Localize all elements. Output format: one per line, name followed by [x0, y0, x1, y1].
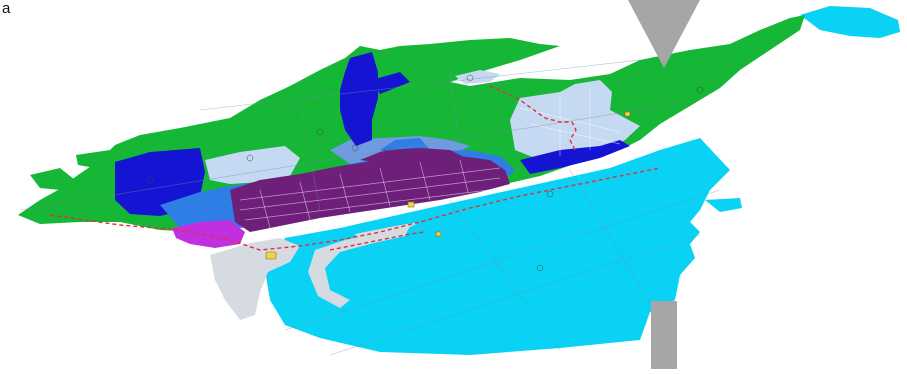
municipal-boundary-north	[489, 85, 577, 151]
purple-zone-east	[360, 148, 470, 166]
poi-markers	[265, 111, 631, 260]
poi-marker-port	[407, 201, 415, 208]
survey-grid	[19, 59, 721, 356]
blue-zone-east	[520, 140, 630, 174]
poi-marker-airport	[265, 251, 277, 260]
water-zone	[265, 138, 730, 355]
green-zone-northwest	[76, 150, 120, 168]
grey-zone-bay	[355, 222, 420, 244]
light-blue-zone-north	[455, 70, 500, 84]
light-blue-zone-center	[205, 146, 300, 184]
street-grid	[239, 88, 621, 229]
grey-zone-west	[210, 238, 300, 320]
green-zone-northeast	[405, 46, 500, 66]
north-arrow-icon	[628, 0, 700, 68]
blue-zone-north	[340, 52, 378, 146]
poi-marker-pier	[435, 231, 442, 237]
blue-zone-northeast-strip	[372, 72, 410, 94]
figure-caption: a	[2, 0, 11, 17]
water-zone-east	[800, 6, 900, 38]
green-zone-far-west	[30, 168, 75, 190]
zone-labels	[146, 74, 704, 272]
municipal-boundary-spit	[329, 231, 426, 251]
poi-marker-east	[624, 111, 631, 117]
water-zone-inlet	[705, 198, 742, 212]
scale-bar-icon	[651, 301, 677, 369]
magenta-zone	[172, 220, 245, 248]
grey-zone-spit	[308, 226, 410, 308]
